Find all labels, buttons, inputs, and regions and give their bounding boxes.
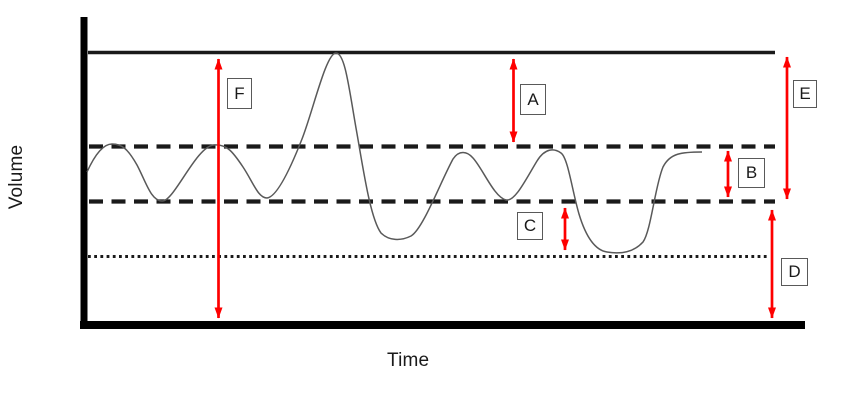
- label-box-b: B: [738, 158, 765, 188]
- label-b-text: B: [745, 163, 758, 182]
- label-box-a: A: [520, 84, 546, 115]
- label-box-f: F: [227, 78, 252, 109]
- label-e-text: E: [799, 84, 811, 103]
- label-a-text: A: [527, 89, 539, 109]
- y-axis-title: Volume: [6, 144, 27, 210]
- label-c-text: C: [523, 216, 537, 235]
- label-d-text: D: [788, 262, 801, 281]
- label-box-e: E: [793, 80, 817, 108]
- label-f-text: F: [234, 83, 245, 103]
- x-axis-title: Time: [387, 350, 430, 371]
- label-box-c: C: [517, 212, 543, 240]
- label-box-d: D: [781, 258, 808, 286]
- volume-trace-curve: [86, 52, 703, 254]
